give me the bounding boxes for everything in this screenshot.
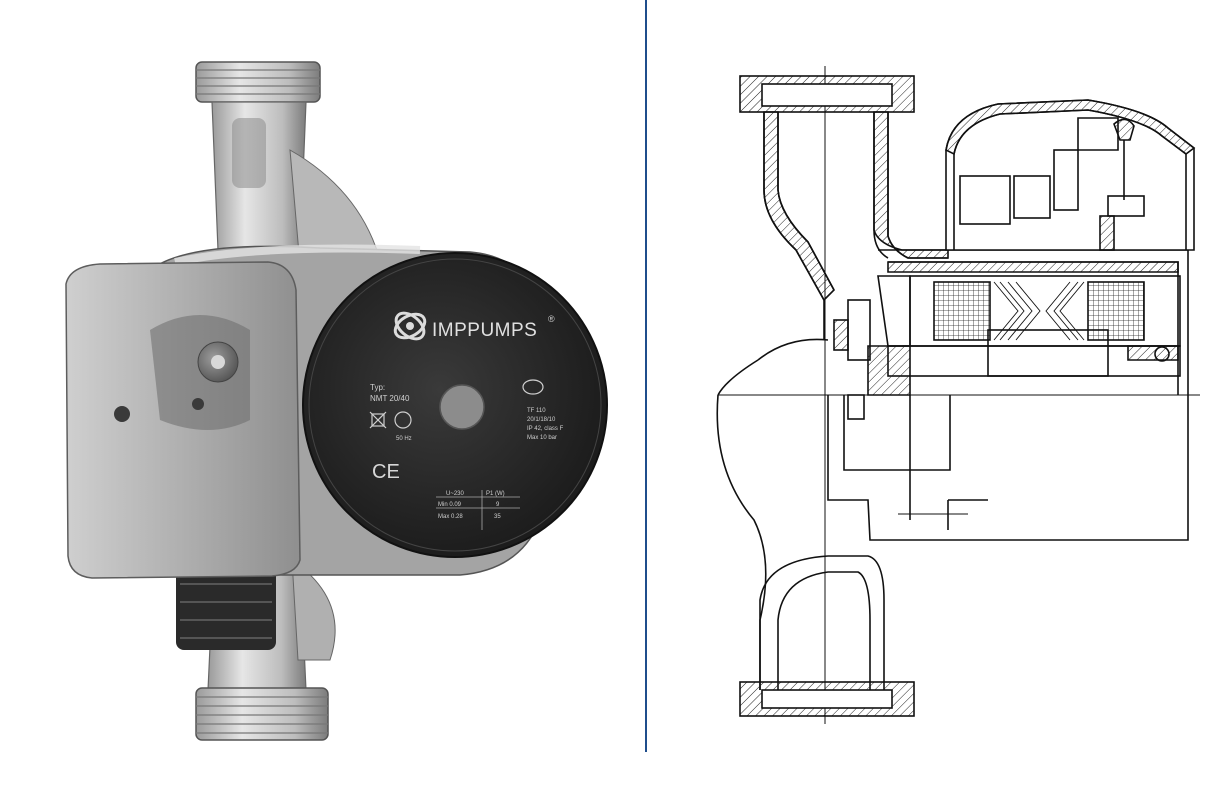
- serial-number: 20/1/18/10: [527, 417, 556, 423]
- ce-mark: CE: [372, 461, 400, 483]
- table-row-max-value: 35: [494, 514, 501, 520]
- standard-class: TF 110: [527, 408, 546, 414]
- brand-name: IMPPUMPS: [432, 320, 537, 341]
- technical-drawing: [716, 66, 1200, 724]
- nameplate: IMPPUMPS ® Typ: NMT 20/40 50 Hz CE TF 11…: [302, 252, 608, 558]
- protection-class: IP 42, class F: [527, 426, 564, 432]
- cable-gland: [176, 566, 276, 650]
- approval-icon: [522, 379, 544, 395]
- max-pressure: Max 10 bar: [527, 435, 557, 441]
- terminal-box: [65, 261, 301, 579]
- center-plug: [439, 384, 485, 430]
- table-header-power: P1 (W): [486, 491, 505, 497]
- weee-icon: [369, 411, 387, 429]
- trademark: ®: [548, 314, 555, 324]
- brand-logo-icon: [393, 311, 427, 341]
- cross-section-drawing: [648, 0, 1206, 800]
- power-table: U~230 P1 (W) Min 0.09 9 Max 0.28 35: [436, 490, 520, 530]
- pump-photo: IMPPUMPS ® Typ: NMT 20/40 50 Hz CE TF 11…: [65, 61, 608, 741]
- panel-divider: [645, 0, 647, 752]
- top-connector: [195, 61, 381, 266]
- frequency: 50 Hz: [396, 436, 412, 442]
- table-header-voltage: U~230: [446, 491, 465, 497]
- type-label: Typ:: [370, 383, 385, 392]
- model-number: NMT 20/40: [370, 394, 410, 403]
- pump-illustration: IMPPUMPS ® Typ: NMT 20/40 50 Hz CE TF 11…: [65, 61, 608, 741]
- certification-icon: [394, 411, 412, 429]
- table-row-min-value: 9: [496, 502, 500, 508]
- table-row-min-label: Min 0.09: [438, 502, 462, 508]
- table-row-max-label: Max 0.28: [438, 514, 463, 520]
